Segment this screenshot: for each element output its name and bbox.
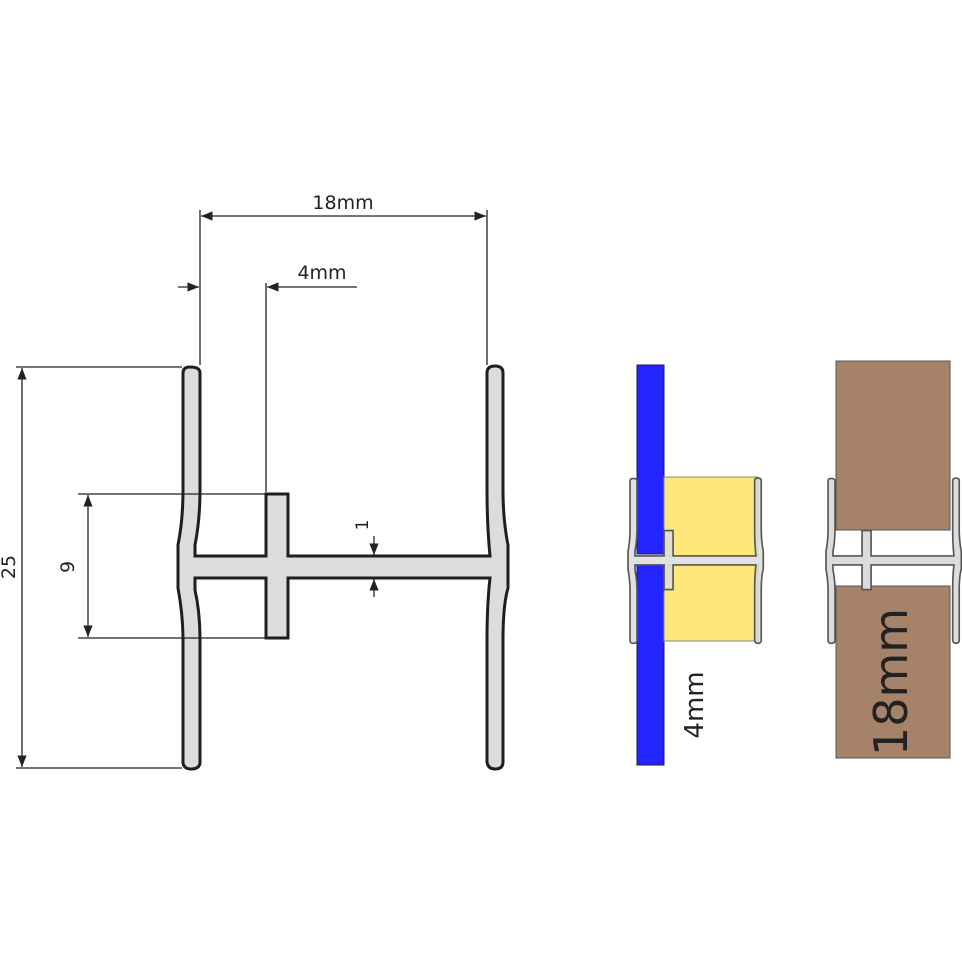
glass-panel-upper xyxy=(636,364,665,555)
insulation-panel-lower xyxy=(663,564,759,642)
dimension-25 xyxy=(16,366,182,769)
dimension-label-25: 25 xyxy=(0,555,20,579)
dimension-label-1: 1 xyxy=(353,520,373,531)
board-panel-example: 18mm xyxy=(825,360,962,759)
dimension-18mm xyxy=(199,210,488,365)
dimension-label-9: 9 xyxy=(57,561,79,573)
h-profile-section xyxy=(176,364,510,771)
insulation-panel-upper xyxy=(663,476,759,557)
dimension-label-18mm: 18mm xyxy=(312,192,373,214)
glass-thickness-label: 4mm xyxy=(680,671,710,738)
board-panel-upper xyxy=(835,360,951,531)
glass-panel-example: 4mm xyxy=(627,364,765,766)
dimension-4mm xyxy=(178,282,357,492)
dimension-label-4mm: 4mm xyxy=(297,262,346,284)
dimension-9 xyxy=(78,493,265,639)
board-panel-lower xyxy=(835,585,951,759)
board-thickness-label: 18mm xyxy=(864,608,918,756)
glass-panel-lower xyxy=(636,564,665,766)
